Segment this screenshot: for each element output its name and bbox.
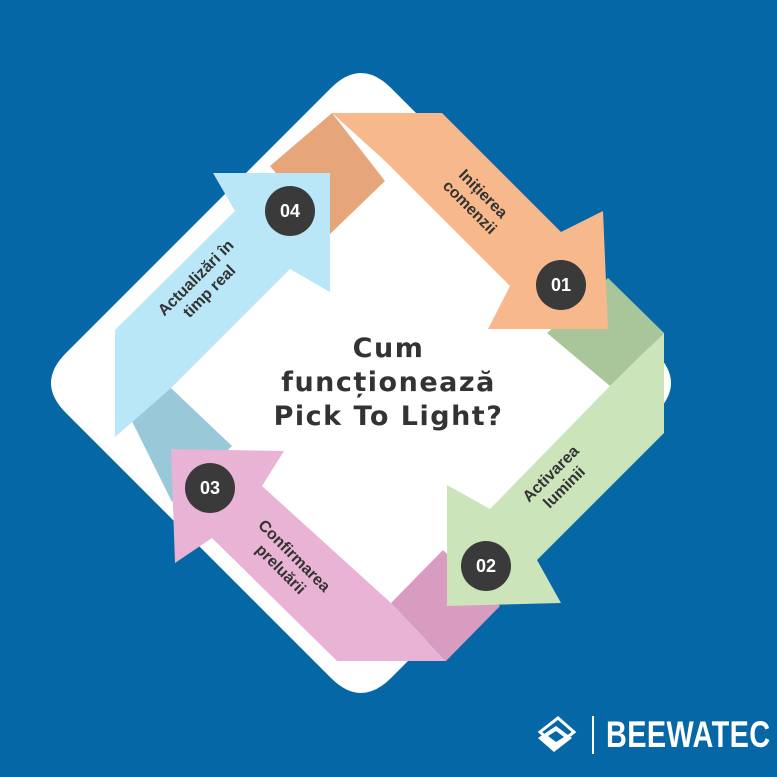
arrow-step-02 [447, 333, 664, 606]
logo-separator [592, 716, 594, 754]
title-line-3: Pick To Light? [273, 401, 504, 432]
arrow-step-03 [171, 449, 446, 661]
step-03-badge: 03 [185, 463, 235, 513]
diagram-title: Cum funcționează Pick To Light? [200, 332, 577, 434]
title-line-2: funcționează [281, 367, 496, 398]
beewatec-logo-icon [537, 716, 577, 752]
fold-right [547, 278, 664, 386]
fold-bottom [391, 550, 500, 661]
title-line-1: Cum [352, 333, 425, 364]
brand-name: BEEWATEC [606, 714, 771, 755]
step-01-badge: 01 [536, 260, 586, 310]
arrow-step-04 [115, 173, 330, 437]
step-02-badge: 02 [461, 541, 511, 591]
step-04-badge: 04 [265, 186, 315, 236]
